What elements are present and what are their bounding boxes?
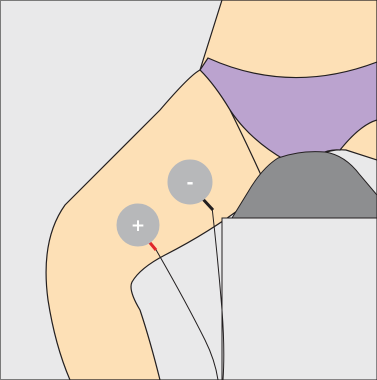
- negative-electrode-label: -: [186, 173, 193, 193]
- seat-base: [222, 218, 377, 380]
- negative-electrode: -: [168, 160, 212, 204]
- positive-electrode: +: [117, 204, 159, 246]
- positive-electrode-label: +: [131, 216, 145, 236]
